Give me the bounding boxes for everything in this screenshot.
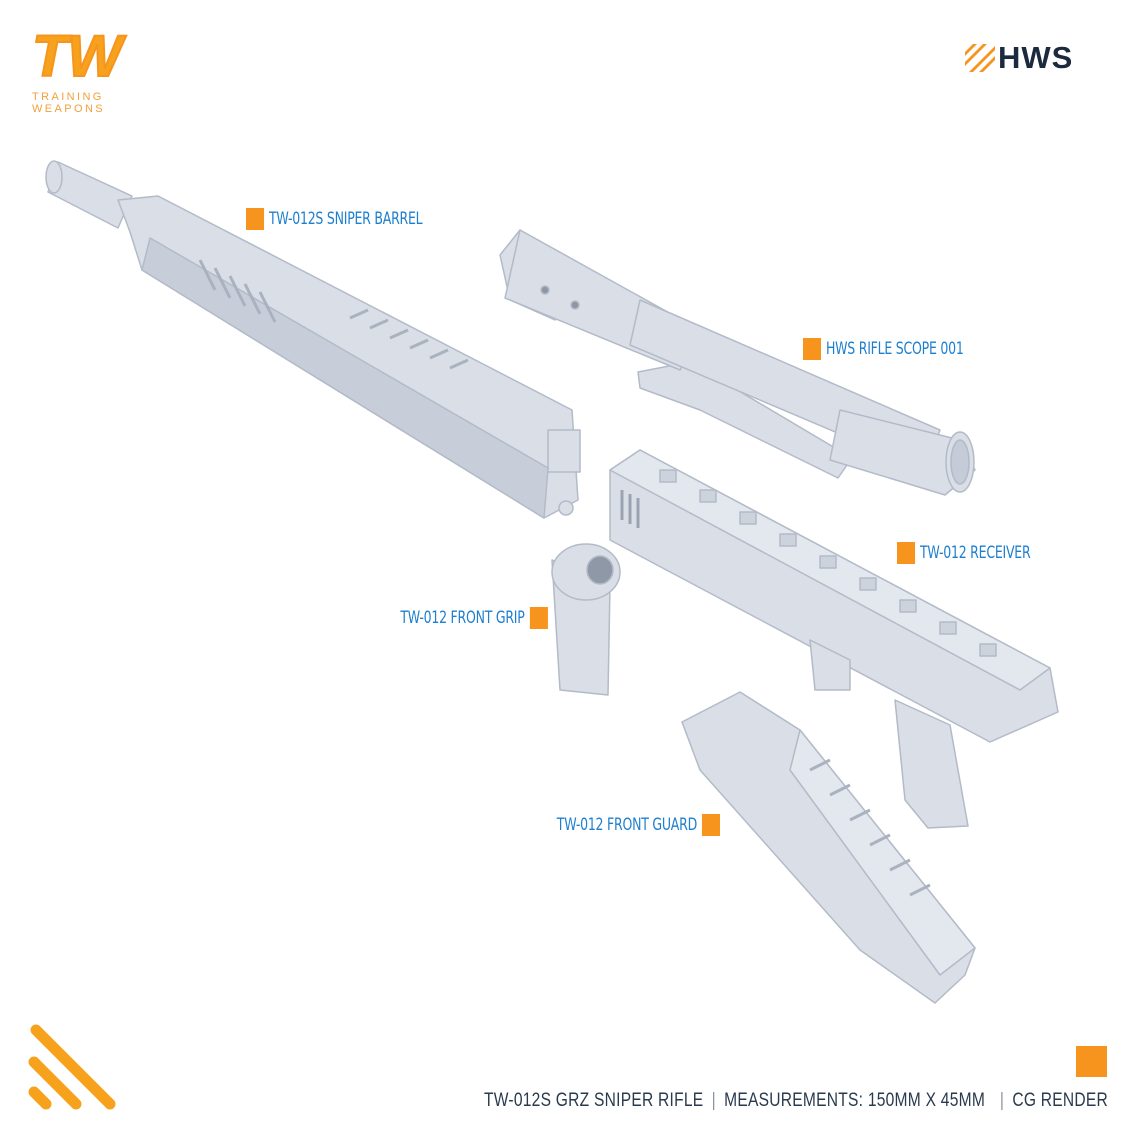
rifle-scope-part [499, 229, 976, 496]
sniper-barrel-part [45, 160, 581, 519]
stripes-logo-icon [28, 1024, 116, 1110]
receiver-part [609, 449, 1059, 829]
label-text: HWS RIFLE SCOPE 001 [825, 339, 964, 359]
label-text: TW-012 FRONT GUARD [556, 815, 698, 835]
label-receiver: TW-012 RECEIVER [897, 542, 1031, 564]
label-front-guard: TW-012 FRONT GUARD [557, 814, 720, 836]
orange-marker-icon [803, 338, 822, 360]
orange-marker-icon [897, 542, 916, 564]
footer-render: CG RENDER [1012, 1090, 1108, 1111]
tw-tagline: TRAINING WEAPONS [32, 91, 106, 115]
footer-measurements: MEASUREMENTS: 150MM X 45MM [724, 1090, 986, 1111]
front-grip-part [551, 543, 621, 696]
label-text: TW-012 FRONT GRIP [400, 608, 526, 628]
orange-marker-icon [701, 814, 720, 836]
footer-product: TW-012S GRZ SNIPER RIFLE [483, 1090, 704, 1111]
label-text: TW-012S SNIPER BARREL [268, 209, 423, 229]
label-rifle-scope: HWS RIFLE SCOPE 001 [803, 338, 964, 360]
hws-logo-text: HWS [998, 40, 1074, 75]
hws-logo: HWS [965, 40, 1073, 76]
label-sniper-barrel: TW-012S SNIPER BARREL [246, 208, 423, 230]
tw-logo: TW TRAINING WEAPONS [28, 23, 178, 115]
tw-logo-mark: TW [31, 23, 127, 90]
orange-square-icon [1076, 1046, 1107, 1077]
label-text: TW-012 RECEIVER [919, 543, 1031, 563]
label-front-grip: TW-012 FRONT GRIP [401, 607, 548, 629]
orange-marker-icon [529, 607, 548, 629]
svg-text:TW: TW [32, 28, 126, 83]
footer-caption: TW-012S GRZ SNIPER RIFLE|MEASUREMENTS: 1… [483, 1090, 1108, 1111]
hws-stripes-icon [965, 44, 995, 72]
front-guard-part [681, 691, 976, 1004]
orange-marker-icon [246, 208, 265, 230]
